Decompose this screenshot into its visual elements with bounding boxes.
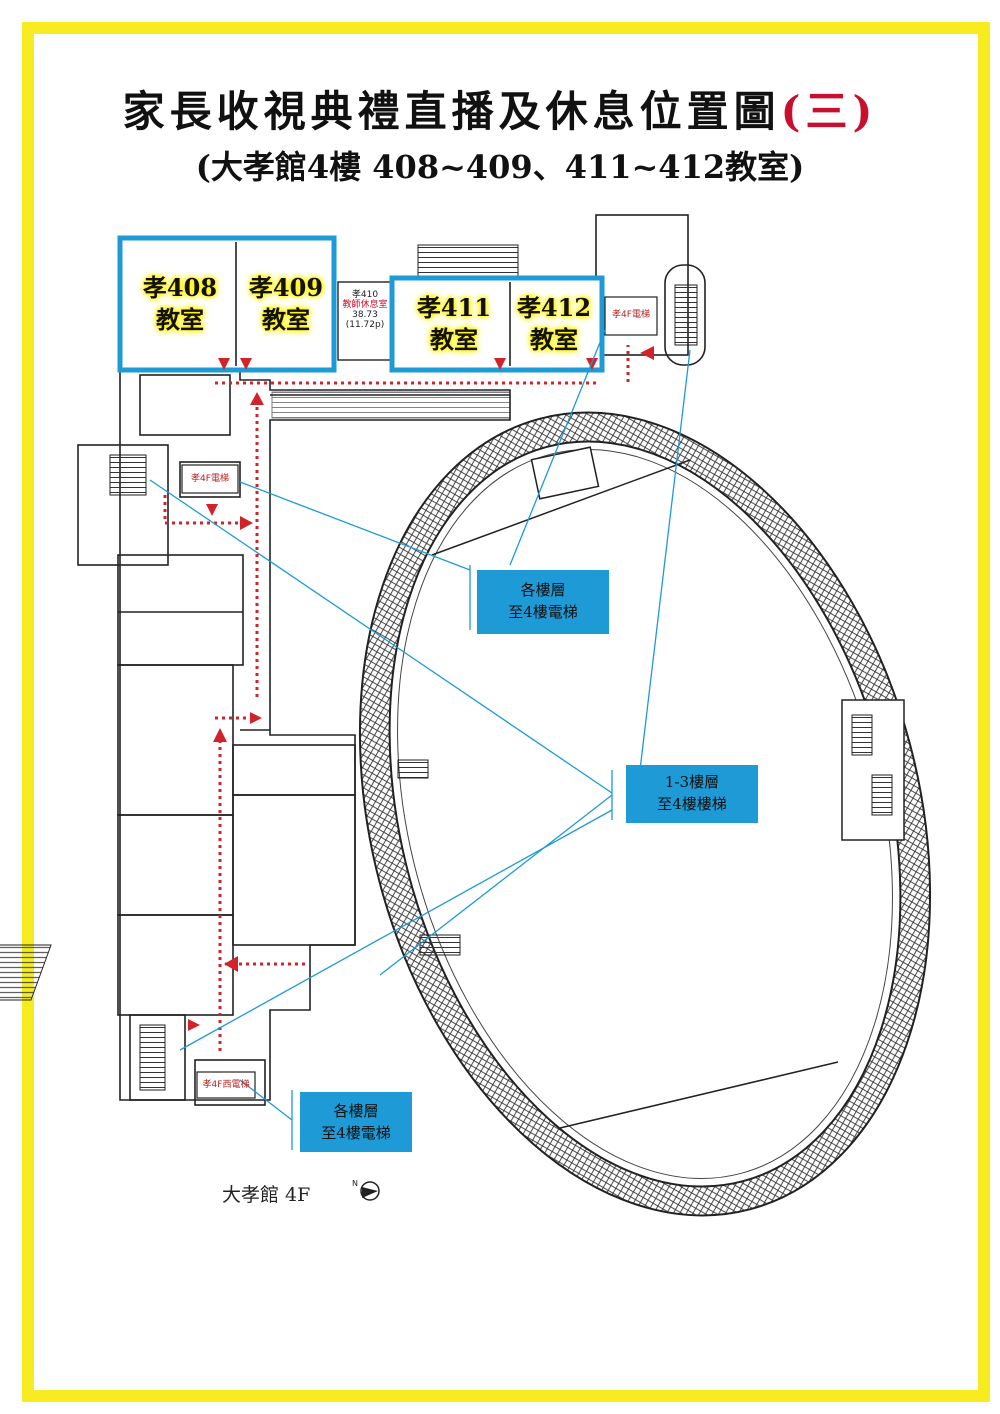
callout-stairs-line2: 至4樓樓梯 xyxy=(657,795,727,813)
svg-text:N: N xyxy=(352,1179,358,1188)
callout-elevator-upper: 各樓層 至4樓電梯 xyxy=(477,570,609,634)
callout-elevator-upper-line1: 各樓層 xyxy=(520,581,566,599)
elevator-bottom-label: 孝4F西電梯 xyxy=(202,1080,250,1090)
elevator-top-right xyxy=(604,296,658,336)
elevator-left xyxy=(181,464,239,494)
corridor-railing xyxy=(271,391,511,419)
north-arrow-icon: N xyxy=(352,1179,380,1201)
room-408-type: 教室 xyxy=(156,305,204,334)
room-409-label: 孝409 教室 xyxy=(238,272,334,336)
room-409-number: 孝409 xyxy=(248,273,324,302)
teacher-lounge-ping: (11.72p) xyxy=(345,320,385,330)
teacher-lounge-area: 38.73 xyxy=(352,310,378,320)
route-arrows xyxy=(188,346,654,1031)
room-411-412-block xyxy=(389,275,605,373)
page-title: 家長收視典禮直播及休息位置圖(三) xyxy=(0,78,1000,139)
floor-caption: 大孝館 4F xyxy=(222,1184,311,1206)
teacher-lounge-label: 孝410 教師休息室 38.73 (11.72p) xyxy=(336,290,394,330)
room-412-label: 孝412 教室 xyxy=(502,292,606,356)
walking-route xyxy=(163,345,630,1055)
page-frame xyxy=(22,22,990,1402)
callout-stairs-line1: 1-3樓層 xyxy=(664,773,720,791)
room-409-type: 教室 xyxy=(262,305,310,334)
room-408-number: 孝408 xyxy=(142,273,218,302)
room-411-label: 孝411 教室 xyxy=(400,292,508,356)
callout-stairs: 1-3樓層 至4樓樓梯 xyxy=(626,765,758,823)
callout-elevator-lower-line1: 各樓層 xyxy=(333,1102,379,1120)
stair-left-upper xyxy=(109,454,147,496)
elevator-left-label: 孝4F電梯 xyxy=(191,474,229,484)
room-408-409-block xyxy=(117,235,337,373)
stair-right-upper xyxy=(674,284,698,346)
callout-elevator-lower-line2: 至4樓電梯 xyxy=(321,1124,391,1142)
callout-lines xyxy=(149,329,691,1150)
elevator-bottom xyxy=(196,1071,256,1099)
teacher-lounge-name: 教師休息室 xyxy=(342,300,388,310)
callout-elevator-upper-line2: 至4樓電梯 xyxy=(508,603,578,621)
title-main: 家長收視典禮直播及休息位置圖 xyxy=(122,87,781,136)
stair-tower-round xyxy=(664,264,706,366)
room-412-number: 孝412 xyxy=(516,293,592,322)
stair-top-middle xyxy=(417,244,519,281)
callout-elevator-lower: 各樓層 至4樓電梯 xyxy=(300,1092,412,1152)
page-subtitle: (大孝館4樓 408~409、411~412教室) xyxy=(195,148,805,186)
elevator-top-right-label: 孝4F電梯 xyxy=(612,310,650,320)
stair-left-lower xyxy=(139,1024,166,1091)
title-suffix: (三) xyxy=(780,87,878,136)
stair-lower-corridor xyxy=(0,944,52,1001)
room-408-label: 孝408 教室 xyxy=(130,272,230,336)
room-411-number: 孝411 xyxy=(416,293,492,322)
room-411-type: 教室 xyxy=(430,325,478,354)
teacher-lounge-number: 孝410 xyxy=(351,290,379,300)
room-412-type: 教室 xyxy=(530,325,578,354)
